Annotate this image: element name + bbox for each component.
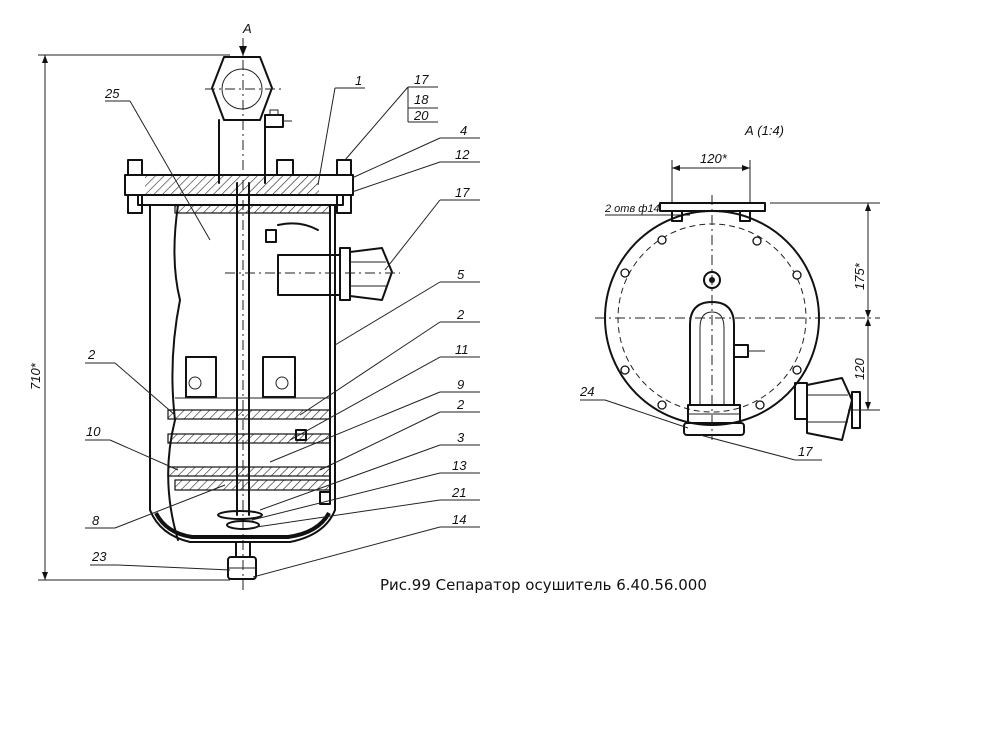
callout-23: 23 xyxy=(91,549,107,564)
callout-5: 5 xyxy=(457,267,465,282)
callout-2-right-b: 2 xyxy=(456,397,465,412)
callout-17-right: 17 xyxy=(455,185,470,200)
callout-25: 25 xyxy=(104,86,120,101)
callout-13: 13 xyxy=(452,458,467,473)
bottom-assembly xyxy=(217,491,331,580)
holes-note: 2 отв ф14 xyxy=(604,203,660,215)
section-view: А 710* xyxy=(28,21,480,590)
dim-175-label: 175* xyxy=(852,262,867,290)
dimension-flange-width: 120* xyxy=(671,151,751,203)
callout-10: 10 xyxy=(86,424,101,439)
callouts-left: 25 1 17 18 20 4 12 17 5 xyxy=(85,72,480,578)
section-marker-top: А xyxy=(239,21,252,56)
dimension-vertical-right: 175* 120 xyxy=(770,202,880,411)
top-flange xyxy=(124,159,354,214)
callout-14: 14 xyxy=(452,512,466,527)
callout-2-right-a: 2 xyxy=(456,307,465,322)
dim-120-top: 120* xyxy=(700,151,728,166)
callout-20: 20 xyxy=(413,108,429,123)
baffle-plates xyxy=(167,204,331,491)
callout-3: 3 xyxy=(457,430,465,445)
callout-1: 1 xyxy=(355,73,362,88)
view-a-title: А (1:4) xyxy=(744,123,784,138)
inlet-pipe xyxy=(218,109,292,184)
callout-21: 21 xyxy=(451,485,466,500)
callout-12: 12 xyxy=(455,147,470,162)
callout-18: 18 xyxy=(414,92,429,107)
callout-9: 9 xyxy=(457,377,464,392)
flange-bolts xyxy=(620,235,802,410)
section-mark-label: А xyxy=(242,21,252,36)
view-a: А (1:4) 120* 2 отв ф14 xyxy=(579,123,880,461)
dim-710-label: 710* xyxy=(28,362,43,390)
callout-4: 4 xyxy=(460,123,467,138)
dimension-overall-height: 710* xyxy=(28,54,230,581)
callout-11: 11 xyxy=(455,342,469,357)
center-rod xyxy=(236,182,250,516)
callout-17-view-a: 17 xyxy=(798,444,813,459)
callout-24: 24 xyxy=(579,384,594,399)
callout-2-left: 2 xyxy=(87,347,96,362)
callout-17-top: 17 xyxy=(414,72,429,87)
side-outlet xyxy=(225,222,400,301)
callout-8: 8 xyxy=(92,513,100,528)
figure-caption: Рис.99 Сепаратор осушитель 6.40.56.000 xyxy=(380,576,707,594)
top-hex-fitting xyxy=(205,56,282,121)
view-a-side-outlet xyxy=(794,377,861,441)
dim-120-right-label: 120 xyxy=(852,358,867,380)
